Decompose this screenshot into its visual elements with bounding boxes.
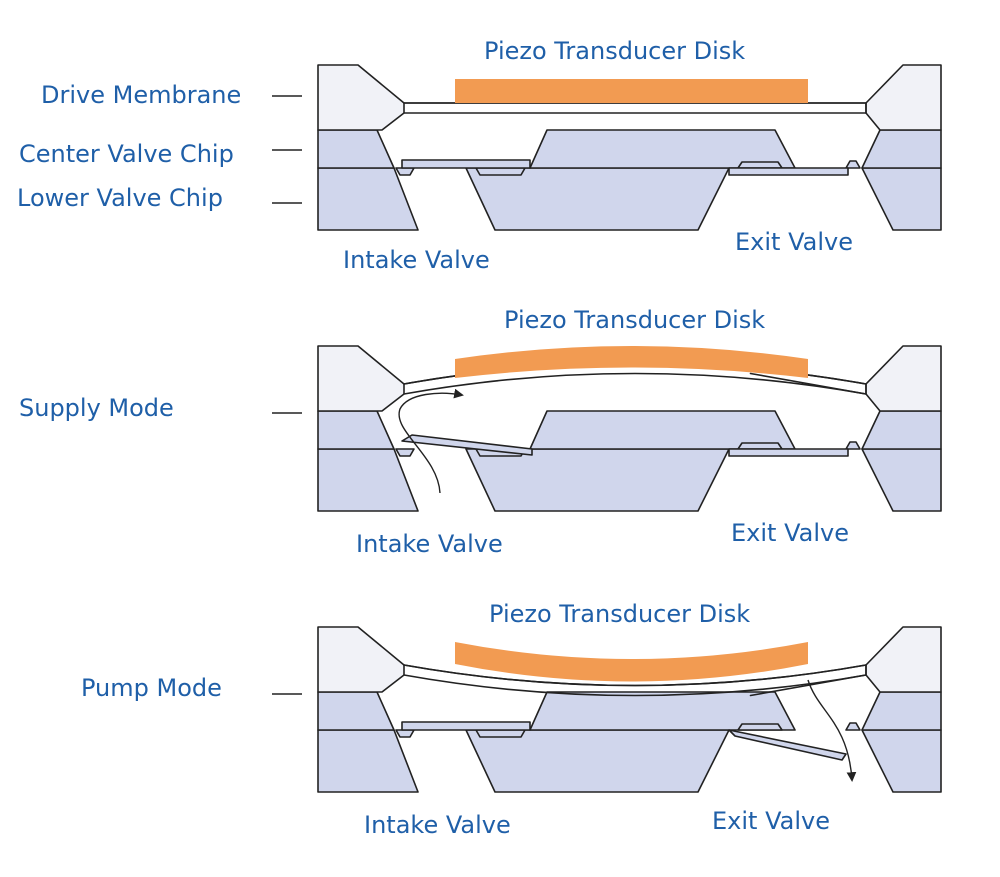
membrane-frame-left [317, 64, 405, 131]
intake-valve-stop [395, 167, 415, 176]
drive-membrane-label: Drive Membrane [41, 81, 242, 109]
center-chip-left [317, 129, 395, 169]
drive-membrane-top [403, 664, 867, 687]
exit-valve-label: Exit Valve [731, 519, 849, 547]
intake-valve-flap [401, 434, 533, 456]
pump-panel-pump [272, 626, 942, 793]
exit-valve-label: Exit Valve [712, 807, 830, 835]
center-chip-left [317, 691, 395, 731]
intake-flow-arrow [398, 388, 464, 494]
piezo-transducer-disk [455, 642, 808, 682]
exit-valve-seat [737, 161, 783, 169]
membrane-frame-right [865, 64, 942, 131]
membrane-frame-left [317, 345, 405, 412]
pump-mode-label: Pump Mode [81, 674, 222, 702]
intake-valve-stop [395, 448, 415, 457]
lower-chip-center [465, 167, 730, 231]
drive-membrane-bottom [403, 372, 867, 395]
drive-membrane-bottom [403, 674, 867, 697]
exit-valve-flap [728, 167, 849, 176]
lower-chip-center [465, 729, 730, 793]
exit-flow-arrow [807, 679, 857, 782]
drive-membrane-fill [403, 102, 867, 114]
lower-chip-right [861, 448, 942, 512]
membrane-frame-left [317, 626, 405, 693]
center-chip-right [861, 691, 942, 731]
pump-panel-supply [272, 345, 942, 512]
intake-valve-seat [475, 729, 526, 738]
exit-valve-stop [845, 160, 861, 169]
intake-valve-seat [475, 167, 526, 176]
intake-valve-label: Intake Valve [343, 246, 490, 274]
piezo-transducer-disk [455, 79, 808, 103]
exit-valve-label: Exit Valve [735, 228, 853, 256]
piezo-label: Piezo Transducer Disk [489, 600, 751, 628]
piezo-label: Piezo Transducer Disk [484, 37, 746, 65]
center-chip-left [317, 410, 395, 450]
piezo-label: Piezo Transducer Disk [504, 306, 766, 334]
membrane-frame-right [865, 626, 942, 693]
exit-valve-flap [728, 448, 849, 457]
lower-valve-chip-label: Lower Valve Chip [17, 184, 223, 212]
center-chip-center [529, 691, 796, 731]
lower-chip-left [317, 167, 419, 231]
intake-valve-flap [401, 159, 531, 169]
lower-chip-center [465, 448, 730, 512]
intake-valve-flap [401, 721, 531, 731]
intake-valve-label: Intake Valve [364, 811, 511, 839]
lower-chip-left [317, 448, 419, 512]
lower-chip-right [861, 167, 942, 231]
membrane-frame-right [865, 345, 942, 412]
lower-chip-left [317, 729, 419, 793]
intake-valve-label: Intake Valve [356, 530, 503, 558]
intake-valve-stop [395, 729, 415, 738]
exit-valve-flap [728, 729, 847, 761]
center-chip-right [861, 129, 942, 169]
exit-valve-stop [845, 441, 861, 450]
center-valve-chip-label: Center Valve Chip [19, 140, 234, 168]
exit-valve-seat [737, 442, 783, 450]
lower-chip-right [861, 729, 942, 793]
exit-valve-stop [845, 722, 861, 731]
center-chip-right [861, 410, 942, 450]
piezo-transducer-disk [455, 346, 808, 378]
pump-panel-rest [272, 64, 942, 231]
exit-valve-seat [737, 723, 783, 731]
supply-mode-label: Supply Mode [19, 394, 174, 422]
